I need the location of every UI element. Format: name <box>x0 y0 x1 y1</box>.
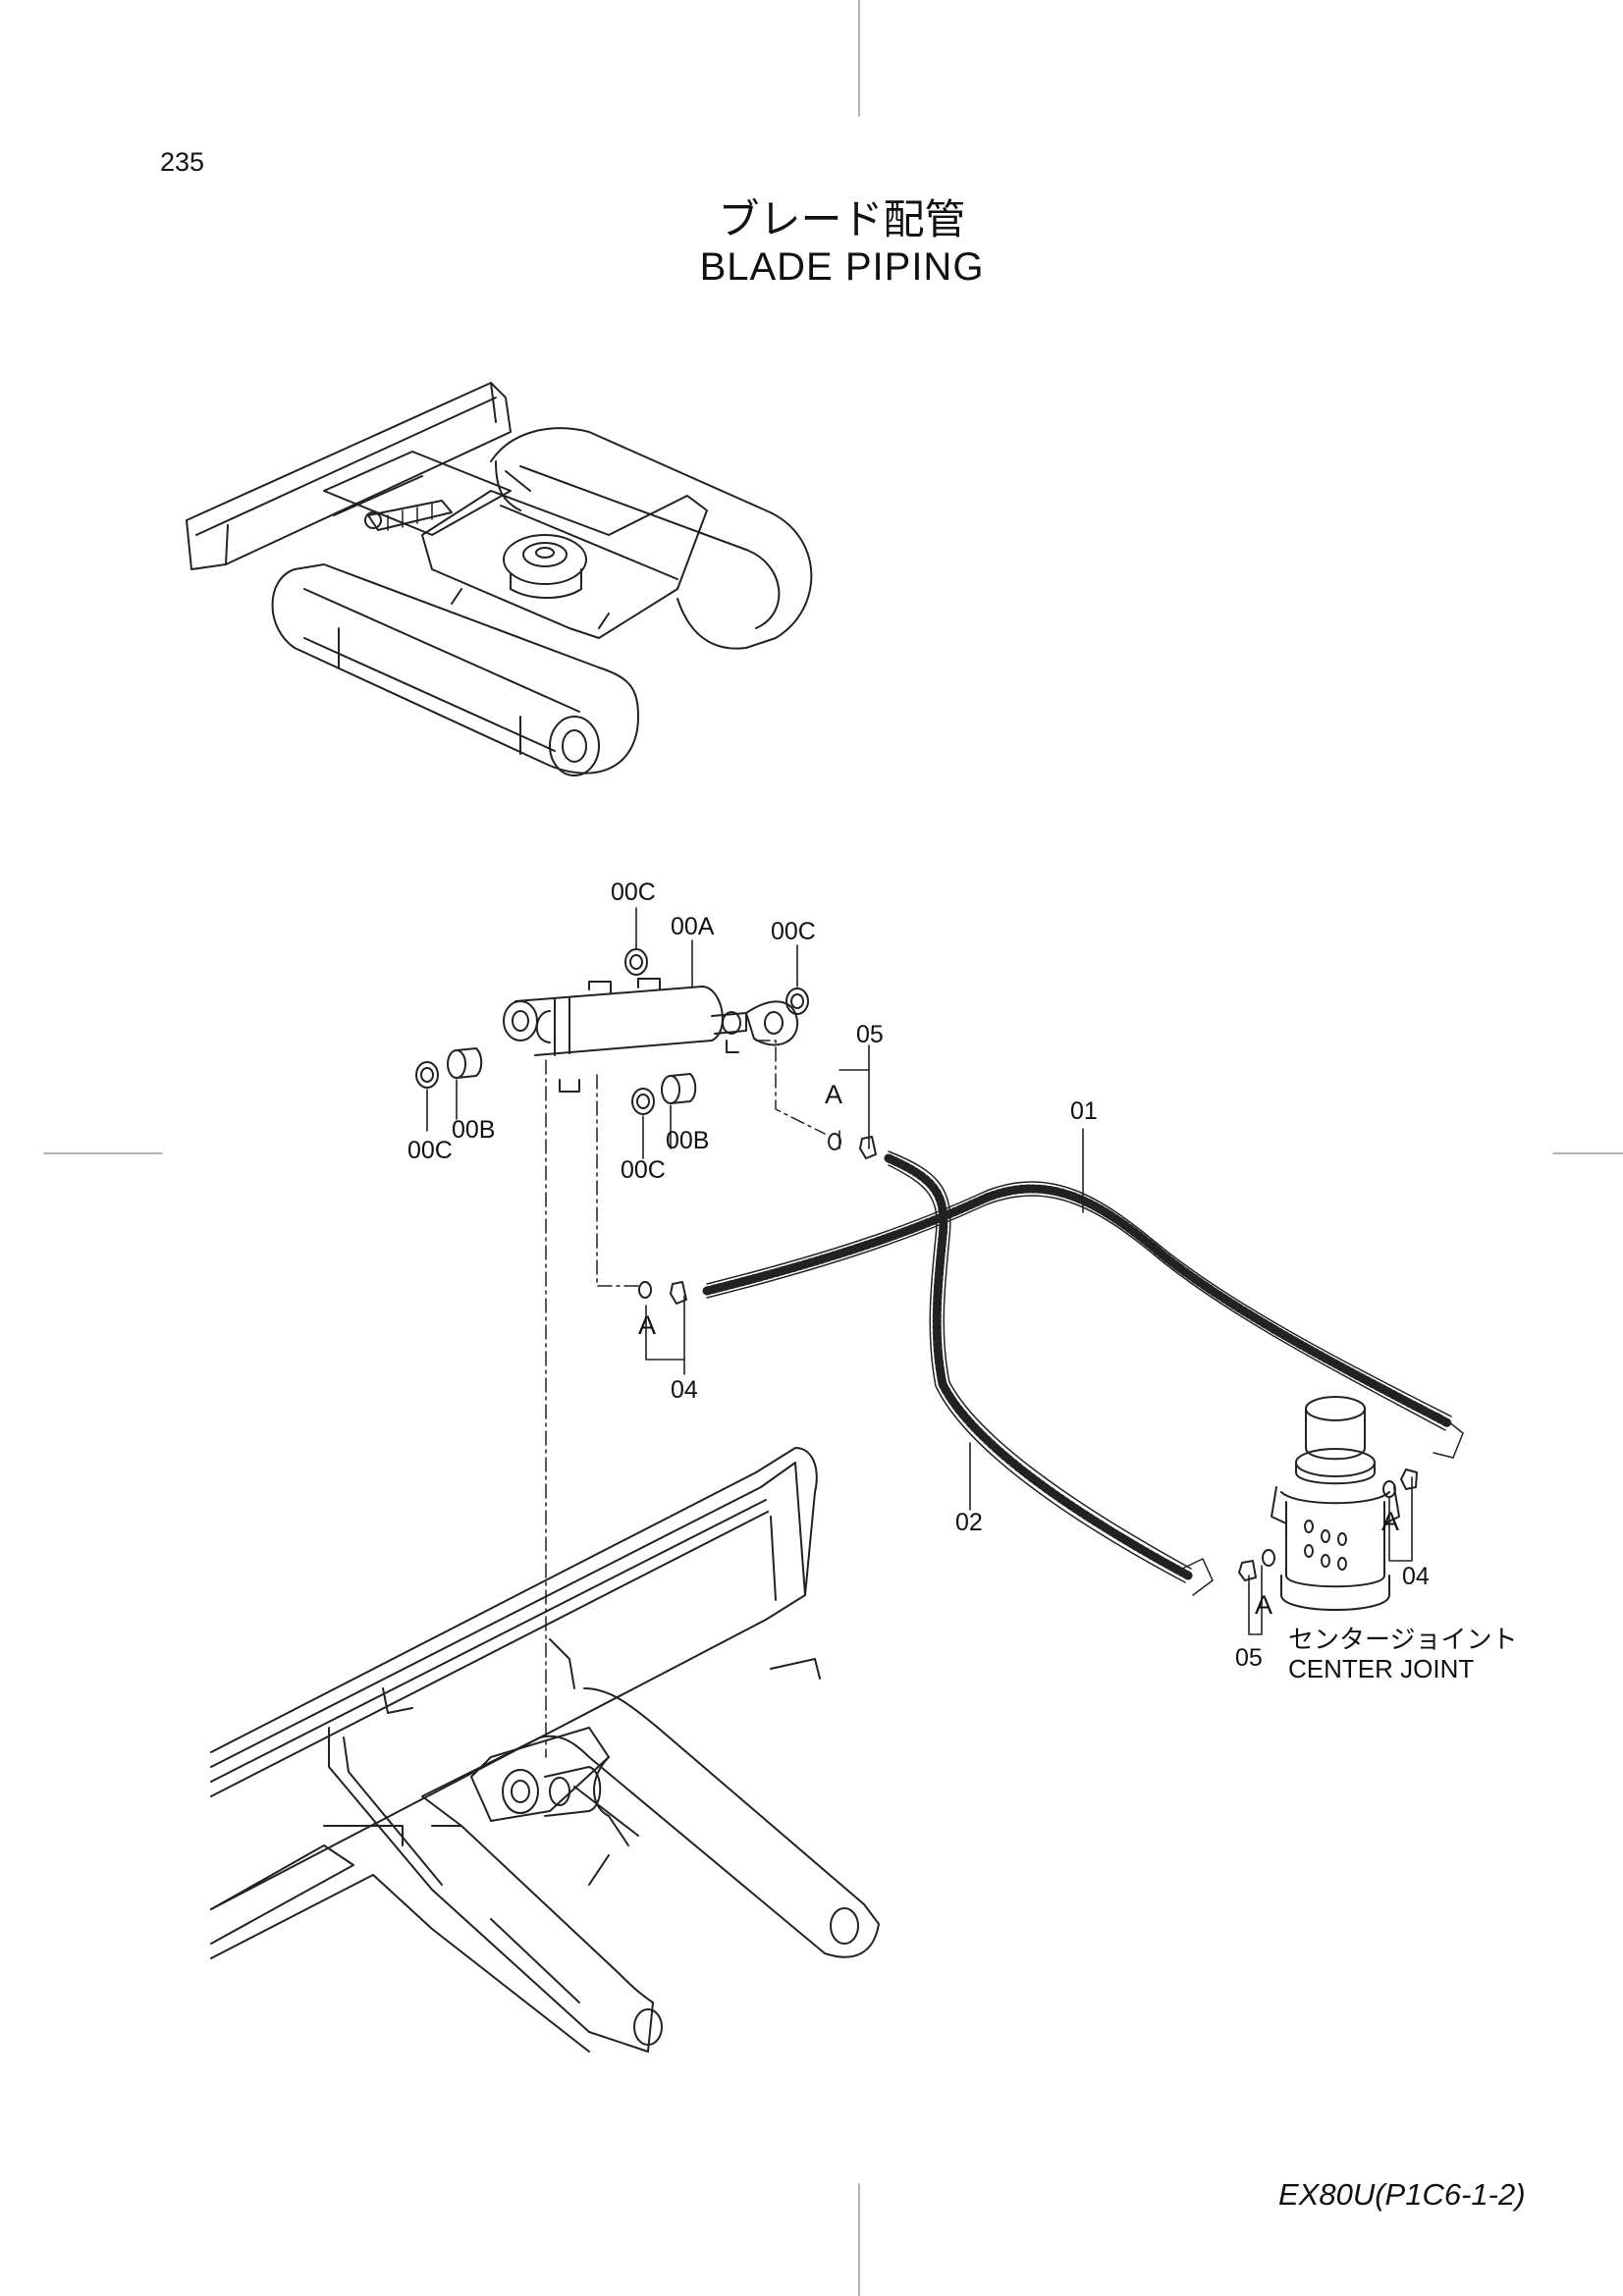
callout-05-top: 05 <box>856 1021 884 1048</box>
callout-00C-left: 00C <box>407 1137 453 1164</box>
callout-01: 01 <box>1070 1097 1098 1125</box>
callout-00A: 00A <box>671 913 715 940</box>
seal-ring-00C-right <box>785 988 809 1015</box>
seal-ring-00C-top <box>624 948 648 976</box>
hose-02-outline <box>888 1150 1214 1596</box>
hose-01-outline <box>706 1181 1464 1459</box>
crop-marks <box>43 0 1623 2296</box>
callout-A-mid: A <box>638 1310 657 1340</box>
callout-00C-top: 00C <box>611 879 656 906</box>
hose-01 <box>702 1184 1453 1428</box>
blade-cylinder-00A <box>503 978 799 1093</box>
callout-02: 02 <box>955 1509 983 1536</box>
bushing-00B-mid <box>631 1073 697 1115</box>
callout-00B-mid: 00B <box>666 1127 710 1154</box>
hose-02 <box>884 1153 1193 1580</box>
document-code: EX80U(P1C6-1-2) <box>1278 2177 1526 2212</box>
page-title-jp: ブレード配管 <box>718 195 966 243</box>
callout-00C-right: 00C <box>771 918 816 945</box>
callout-00C-mid: 00C <box>621 1156 666 1184</box>
callout-00B-left: 00B <box>452 1116 496 1144</box>
callout-A-right: A <box>1381 1507 1400 1536</box>
center-joint-label-en: CENTER JOINT <box>1288 1654 1475 1683</box>
callout-A-top: A <box>825 1080 843 1109</box>
undercarriage-overview-illustration <box>186 382 813 776</box>
callout-04-right: 04 <box>1402 1563 1430 1590</box>
page-title-en: BLADE PIPING <box>699 245 985 289</box>
callout-leaders <box>426 907 1413 1635</box>
fittings <box>638 1133 1418 1581</box>
blade-arm-frame-illustration <box>210 1447 880 2053</box>
bushing-00B-left <box>415 1047 483 1089</box>
page-number: 235 <box>160 147 205 177</box>
assembly-centerlines <box>545 1040 826 1758</box>
center-joint-label-jp: センタージョイント <box>1288 1626 1518 1655</box>
callout-A-low: A <box>1255 1590 1273 1620</box>
center-joint <box>1271 1396 1400 1611</box>
callout-04-mid: 04 <box>671 1376 698 1404</box>
callout-05-low: 05 <box>1235 1644 1263 1672</box>
